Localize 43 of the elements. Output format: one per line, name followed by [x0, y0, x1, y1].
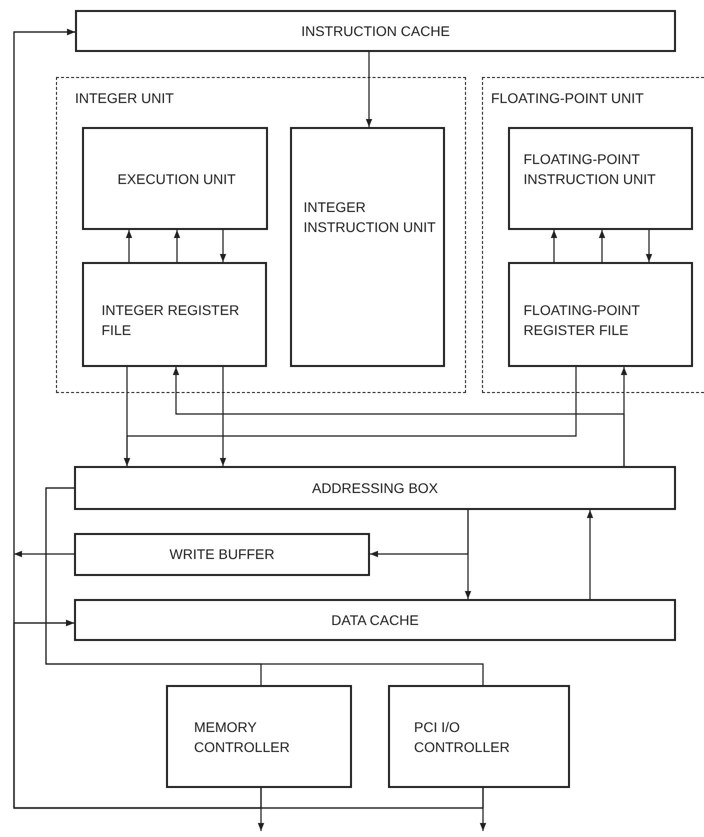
arrow — [586, 510, 594, 599]
arrow — [258, 788, 264, 831]
box-label: INSTRUCTION CACHE — [301, 22, 450, 40]
arrow — [480, 788, 486, 831]
arrow — [14, 550, 74, 558]
arrow — [370, 510, 469, 558]
dashed-group-frame — [482, 77, 704, 393]
box-label: INTEGER INSTRUCTION UNIT — [304, 198, 437, 236]
arrow — [620, 367, 628, 466]
box-label: WRITE BUFFER — [170, 545, 274, 564]
box-label: EXECUTION UNIT — [118, 170, 236, 188]
process-box — [74, 599, 676, 641]
box-label: FLOATING-POINT REGISTER FILE — [524, 300, 641, 340]
arrow — [598, 230, 606, 262]
process-box — [74, 466, 676, 510]
arrow — [124, 367, 577, 466]
box-label: FLOATING-POINT INSTRUCTION UNIT — [524, 150, 657, 188]
box-label: PCI I/O CONTROLLER — [414, 718, 511, 757]
box-label: INTEGER REGISTER FILE — [102, 300, 240, 340]
arrow — [550, 230, 558, 262]
process-box — [508, 262, 692, 366]
process-box — [82, 262, 266, 366]
process-box — [508, 126, 692, 230]
process-box — [388, 685, 570, 788]
dashed-group-frame — [56, 77, 466, 393]
process-box — [74, 533, 370, 576]
arrow — [13, 620, 484, 809]
process-box — [82, 126, 268, 230]
group-label: INTEGER UNIT — [75, 89, 174, 108]
arrow — [220, 367, 226, 466]
group-label: FLOATING-POINT UNIT — [491, 89, 644, 108]
box-label: ADDRESSING BOX — [312, 478, 438, 498]
arrow — [220, 230, 226, 262]
arrow — [646, 230, 652, 262]
box-label: MEMORY CONTROLLER — [194, 718, 291, 757]
box-label: DATA CACHE — [331, 610, 419, 630]
connector-line — [45, 487, 484, 685]
process-box — [75, 10, 676, 52]
process-box — [290, 126, 444, 366]
arrow — [174, 230, 180, 262]
arrow — [126, 230, 132, 262]
arrow — [366, 52, 372, 127]
process-box — [166, 685, 352, 788]
